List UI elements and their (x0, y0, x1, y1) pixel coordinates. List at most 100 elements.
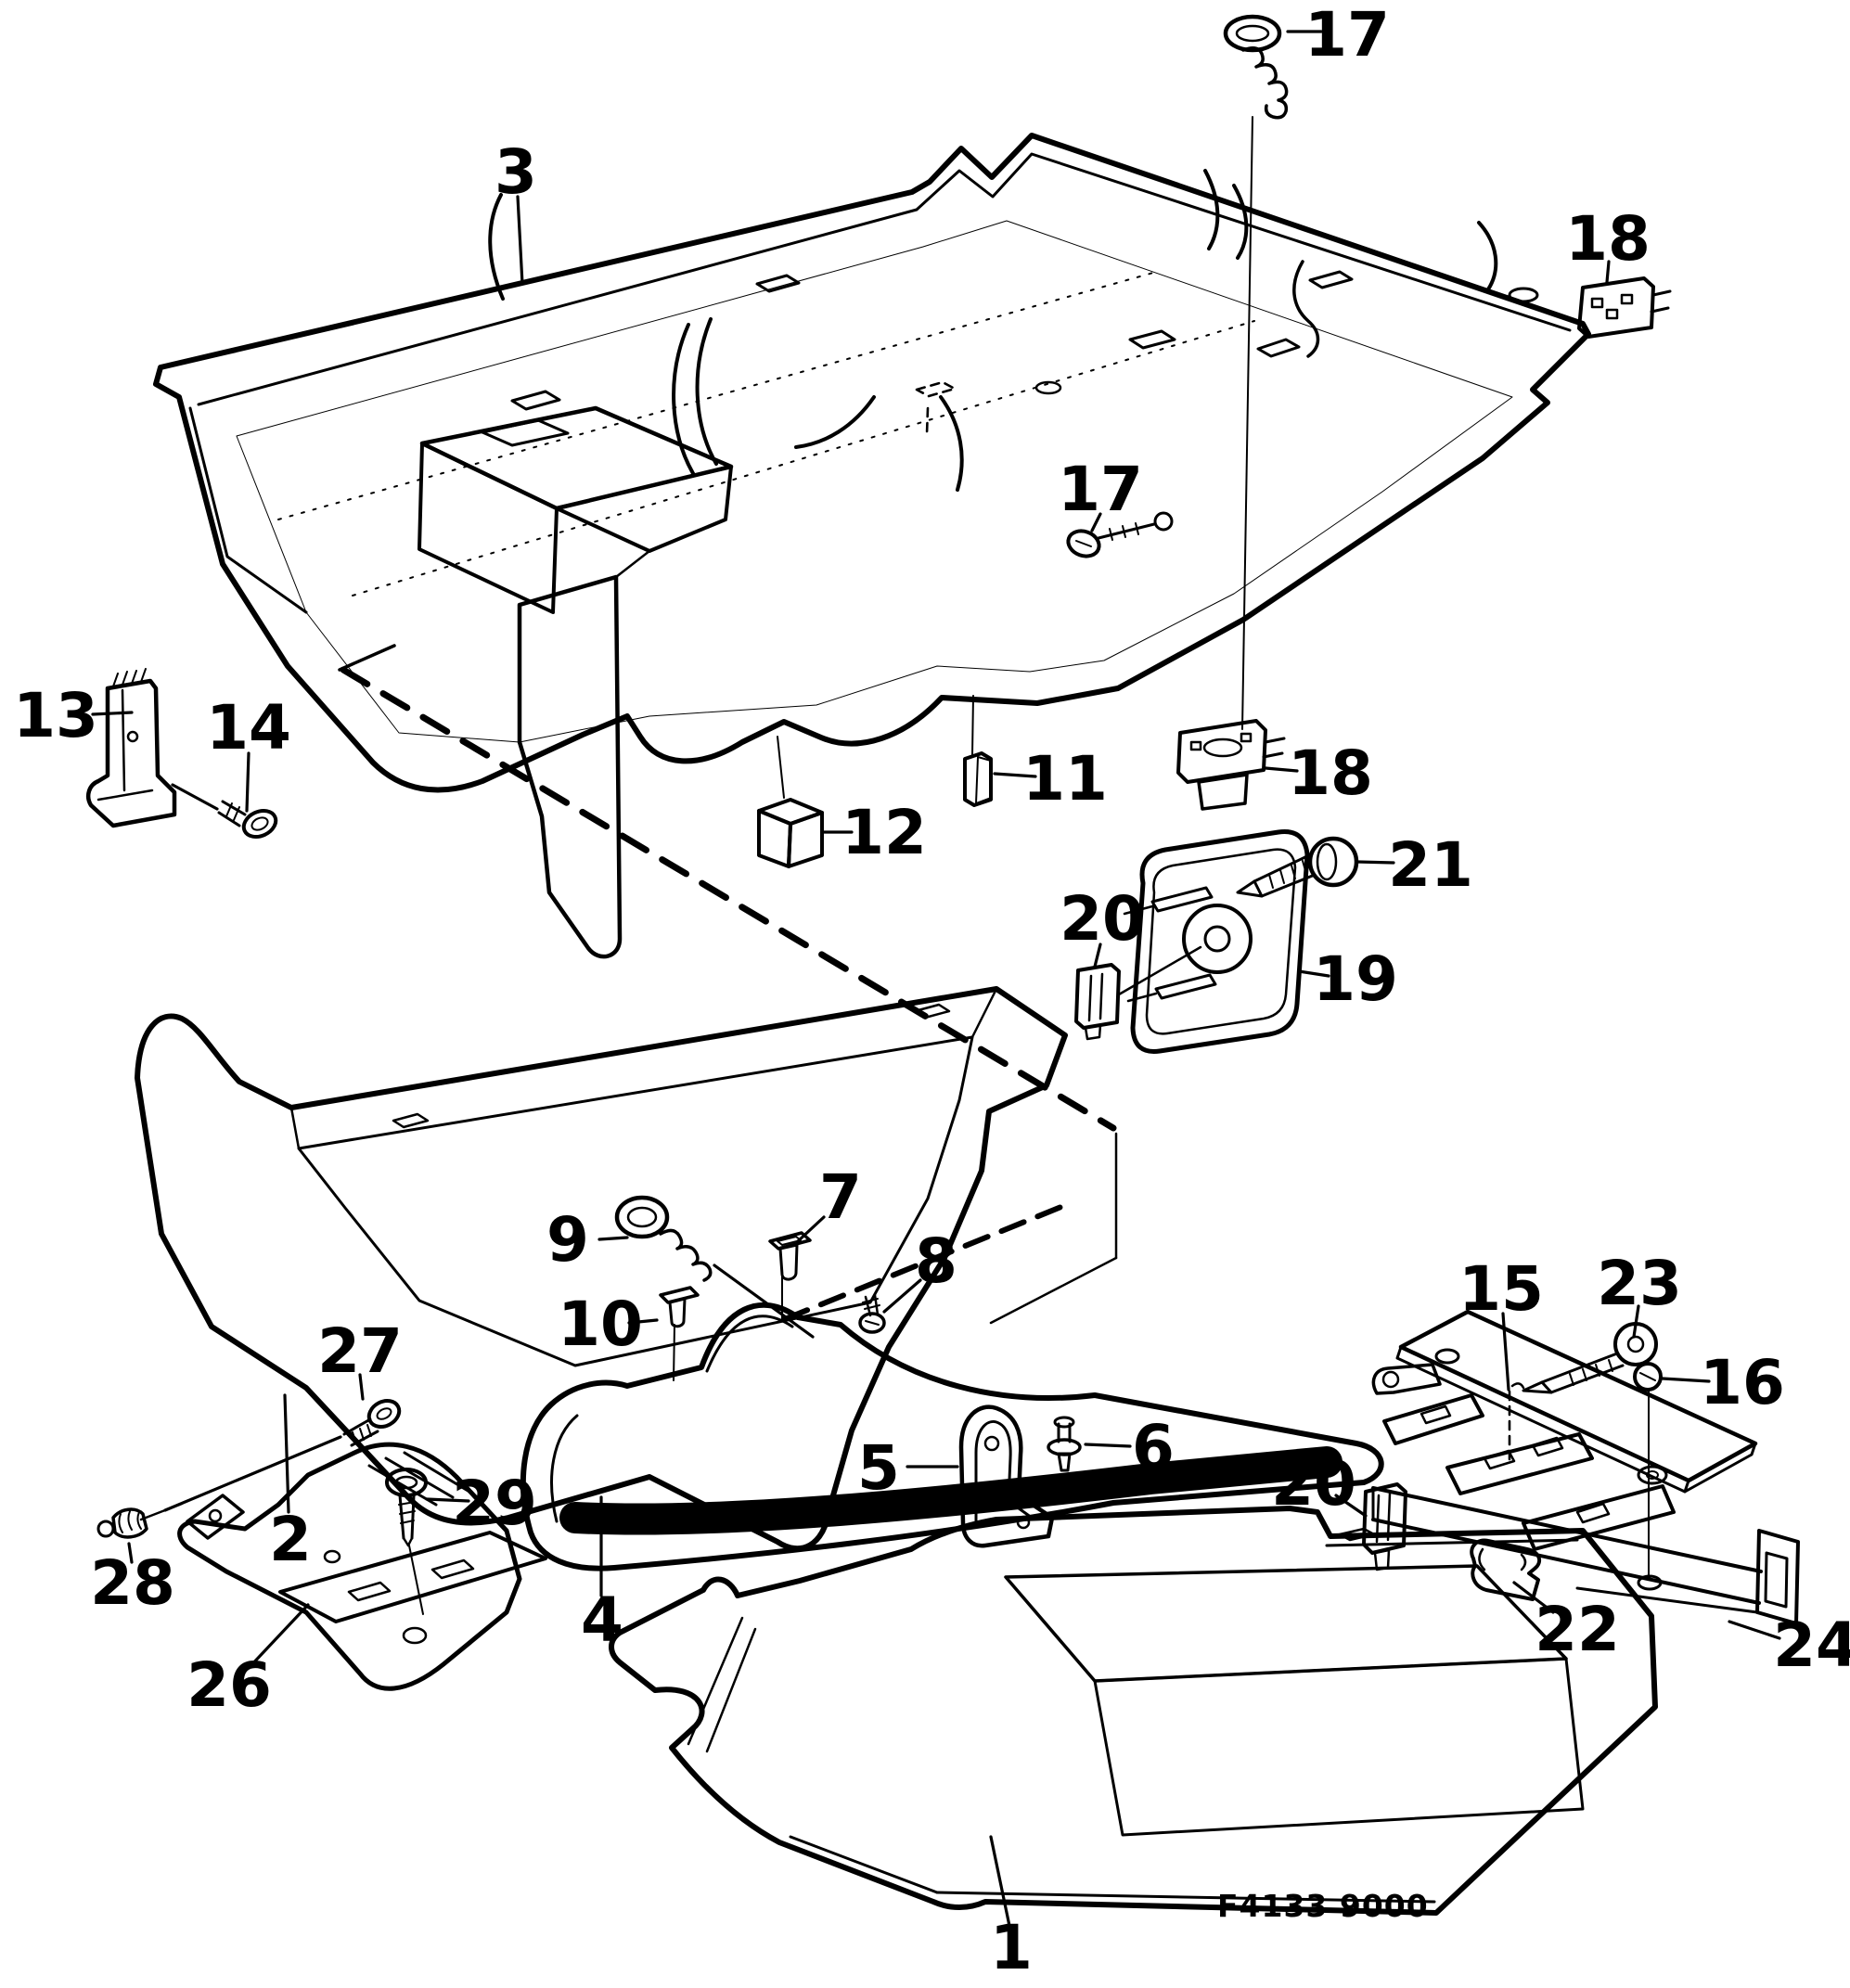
screw-17-mid-icon (1066, 511, 1174, 558)
screw-29-icon (385, 1468, 428, 1615)
stud-6-icon (1047, 1416, 1082, 1472)
stud-6-cap (1053, 1416, 1075, 1429)
clip-20-right-icon (1362, 1482, 1407, 1571)
channel-rail-24-icon (1371, 1486, 1800, 1625)
screw-8-slot (865, 1320, 880, 1326)
leader-lines (91, 30, 1781, 1928)
stud-6-tip (1057, 1452, 1072, 1472)
callout-2: 2 (269, 1504, 312, 1575)
console-flap (517, 574, 623, 959)
sill-4-bump-inner (705, 1315, 794, 1373)
front-carpet-2 (135, 986, 1068, 1552)
clip-18-mid-fin (1264, 737, 1286, 744)
strap-slot (1575, 1502, 1611, 1524)
callout-labels: 3 17 18 13 14 17 11 12 18 21 19 20 2 9 7… (13, 0, 1850, 1983)
clip-18-mid-slot (1202, 737, 1243, 758)
strap (1382, 1393, 1484, 1445)
screw-14-head-slot (251, 816, 269, 831)
panel-crease-marks (488, 169, 1498, 492)
callout-29: 29 (452, 1468, 537, 1539)
plate-19-outline (1130, 829, 1310, 1054)
screw-9-icon (614, 1195, 815, 1339)
screw-17-head (1223, 14, 1282, 53)
panel-3-ridge-line (277, 270, 1161, 520)
console-front-face (418, 442, 559, 614)
callout-17-mid: 17 (1058, 454, 1143, 525)
callout-10: 10 (558, 1289, 643, 1360)
plate-19-pin-tail (1123, 904, 1154, 916)
screw-23-shank (1522, 1352, 1625, 1394)
sill-4-channel-line (585, 1469, 1325, 1531)
bracket-26-hole (402, 1626, 428, 1645)
callout-12: 12 (841, 797, 927, 868)
carpet-2-rim-line (970, 987, 998, 1039)
block-11-body (963, 751, 993, 807)
plate-19-pin-tail (1126, 992, 1158, 1003)
bracket-5-inner (974, 1420, 1034, 1523)
clip-18-top-hole (1590, 297, 1604, 309)
clip-22-body (1470, 1538, 1542, 1601)
spacer-block-12-icon (757, 736, 824, 868)
screw-27-head (366, 1399, 402, 1429)
washer-on-plate-15 (1637, 1465, 1668, 1485)
block-12-drop-line (777, 736, 785, 799)
clip-18-mid-fin (1262, 751, 1284, 759)
console-right-face (555, 465, 733, 553)
panel-3-outline (153, 133, 1591, 793)
clip-18-mid-flange (1197, 773, 1249, 811)
panel-hidden-slot (915, 380, 957, 398)
push-clip-10-icon (659, 1286, 700, 1381)
screw-14-icon (171, 783, 278, 840)
callout-20-right: 20 (1271, 1448, 1356, 1520)
carpet-1-outline (609, 1506, 1658, 1916)
callout-18-mid: 18 (1288, 737, 1373, 809)
bracket-5-icon (958, 1404, 1055, 1548)
screw-17-mid-head (1066, 529, 1101, 558)
panel-3-left-face-line (188, 406, 308, 614)
callout-6: 6 (1132, 1412, 1175, 1483)
clip-18-mid-body (1176, 719, 1267, 784)
stud-28-body (111, 1507, 148, 1539)
strap-slot (1420, 1404, 1452, 1425)
callout-4: 4 (581, 1584, 623, 1656)
rail-24-channel-opening (1764, 1551, 1789, 1609)
stud-28-link-line (139, 1502, 184, 1521)
clip-18-top-body (1577, 276, 1655, 339)
panel-hole (1508, 287, 1539, 303)
clip-22-inner (1478, 1547, 1527, 1571)
panel-3-console-section (418, 405, 734, 959)
screw-29-shank (398, 1494, 416, 1547)
screw-8-icon (858, 1293, 886, 1334)
callout-24: 24 (1773, 1610, 1850, 1681)
strap-slot (1531, 1436, 1564, 1457)
screw-14-link-line (171, 783, 219, 811)
clip-18-top-hole (1620, 293, 1634, 305)
push-clip-7-icon (768, 1231, 812, 1322)
screw-14-head (241, 808, 278, 840)
screw-17-top-icon (1223, 14, 1289, 730)
sill-4-outline (520, 1302, 1384, 1571)
callout-1: 1 (990, 1912, 1033, 1983)
panel-hole (1034, 380, 1062, 395)
screw-29-drop-line (408, 1545, 424, 1615)
callout-8: 8 (915, 1225, 957, 1297)
callout-21: 21 (1388, 829, 1473, 901)
screw-8-head (858, 1312, 886, 1334)
bracket-26-ribs (367, 1451, 471, 1507)
console-crease (614, 549, 651, 579)
alignment-link-line (989, 1256, 1118, 1325)
rear-carpet-1 (609, 1506, 1658, 1916)
clip-20-right-body (1362, 1482, 1407, 1555)
rail-24-side-edge (1371, 1518, 1761, 1605)
bracket-26-flange-hole (208, 1508, 223, 1523)
washer-on-rail-24 (1637, 1574, 1663, 1591)
bracket-26-hole (323, 1549, 341, 1564)
block-12-left (757, 809, 792, 868)
clip-18-top-icon (1577, 276, 1672, 339)
clip-22-icon (1470, 1538, 1542, 1601)
bracket-5-body (958, 1404, 1055, 1548)
callout-15: 15 (1458, 1253, 1544, 1325)
screw-9-head (614, 1195, 670, 1239)
carpet-1-band-line (935, 1891, 1436, 1904)
screw-17-mid-shank (1097, 511, 1174, 541)
